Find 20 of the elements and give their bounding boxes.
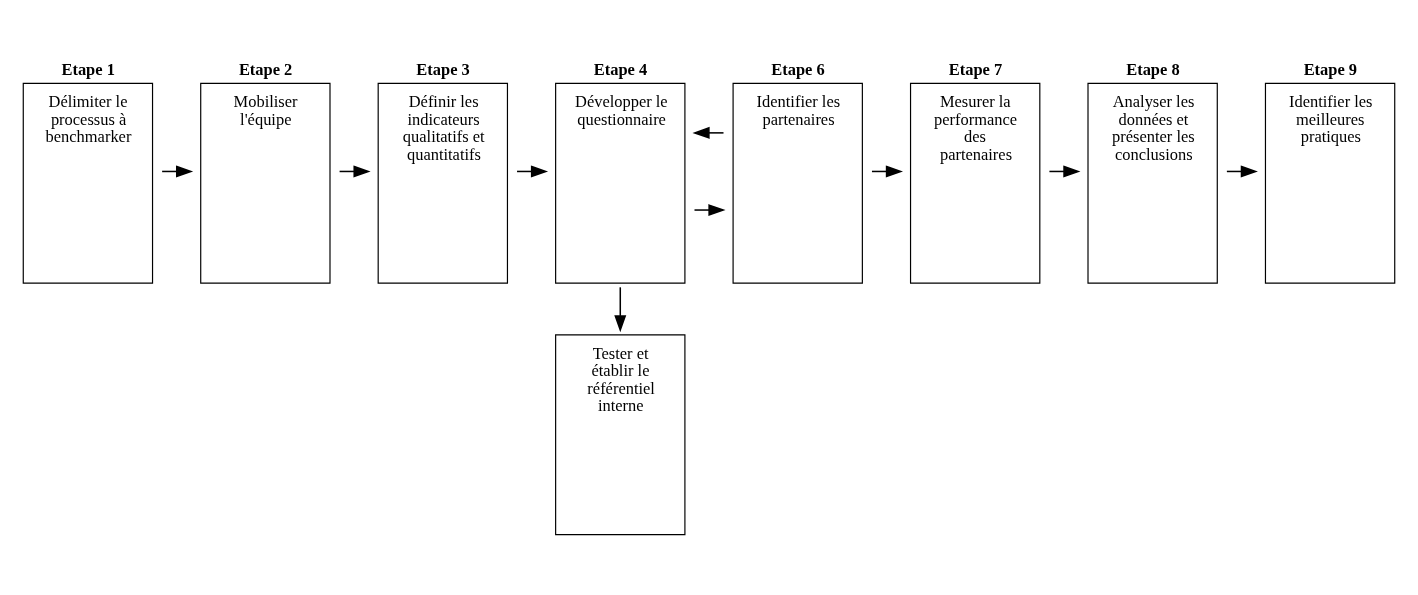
node-box: Identifier les meilleures pratiques: [1264, 82, 1396, 284]
node-box: Développer le questionnaire: [555, 82, 686, 284]
node-label: Etape 3: [416, 60, 470, 80]
node-label: Etape 2: [238, 60, 293, 80]
arrow: [692, 126, 725, 139]
arrow: [693, 204, 726, 217]
node-label: Etape 6: [771, 60, 825, 80]
node-label: Etape 4: [593, 60, 648, 80]
node-label: Etape 8: [1126, 60, 1180, 80]
node-box: Mesurer la performance des partenaires: [909, 82, 1041, 284]
node-box: Identifier les partenaires: [732, 82, 863, 284]
node-box: Délimiter le processus à benchmarker: [22, 82, 154, 284]
node-label: Etape 7: [948, 60, 1003, 80]
node-box: Analyser les données et présenter les conclusions: [1087, 82, 1218, 284]
node-box: Tester et établir le référentiel interne: [555, 334, 686, 536]
node-label: Etape 9: [1303, 60, 1358, 80]
node-label: Etape 1: [61, 60, 115, 80]
node-box: Mobiliser l'équipe: [200, 82, 331, 284]
node-box: Définir les indicateurs qualitatifs et quantitatifs: [377, 82, 509, 284]
arrow: [614, 286, 627, 333]
